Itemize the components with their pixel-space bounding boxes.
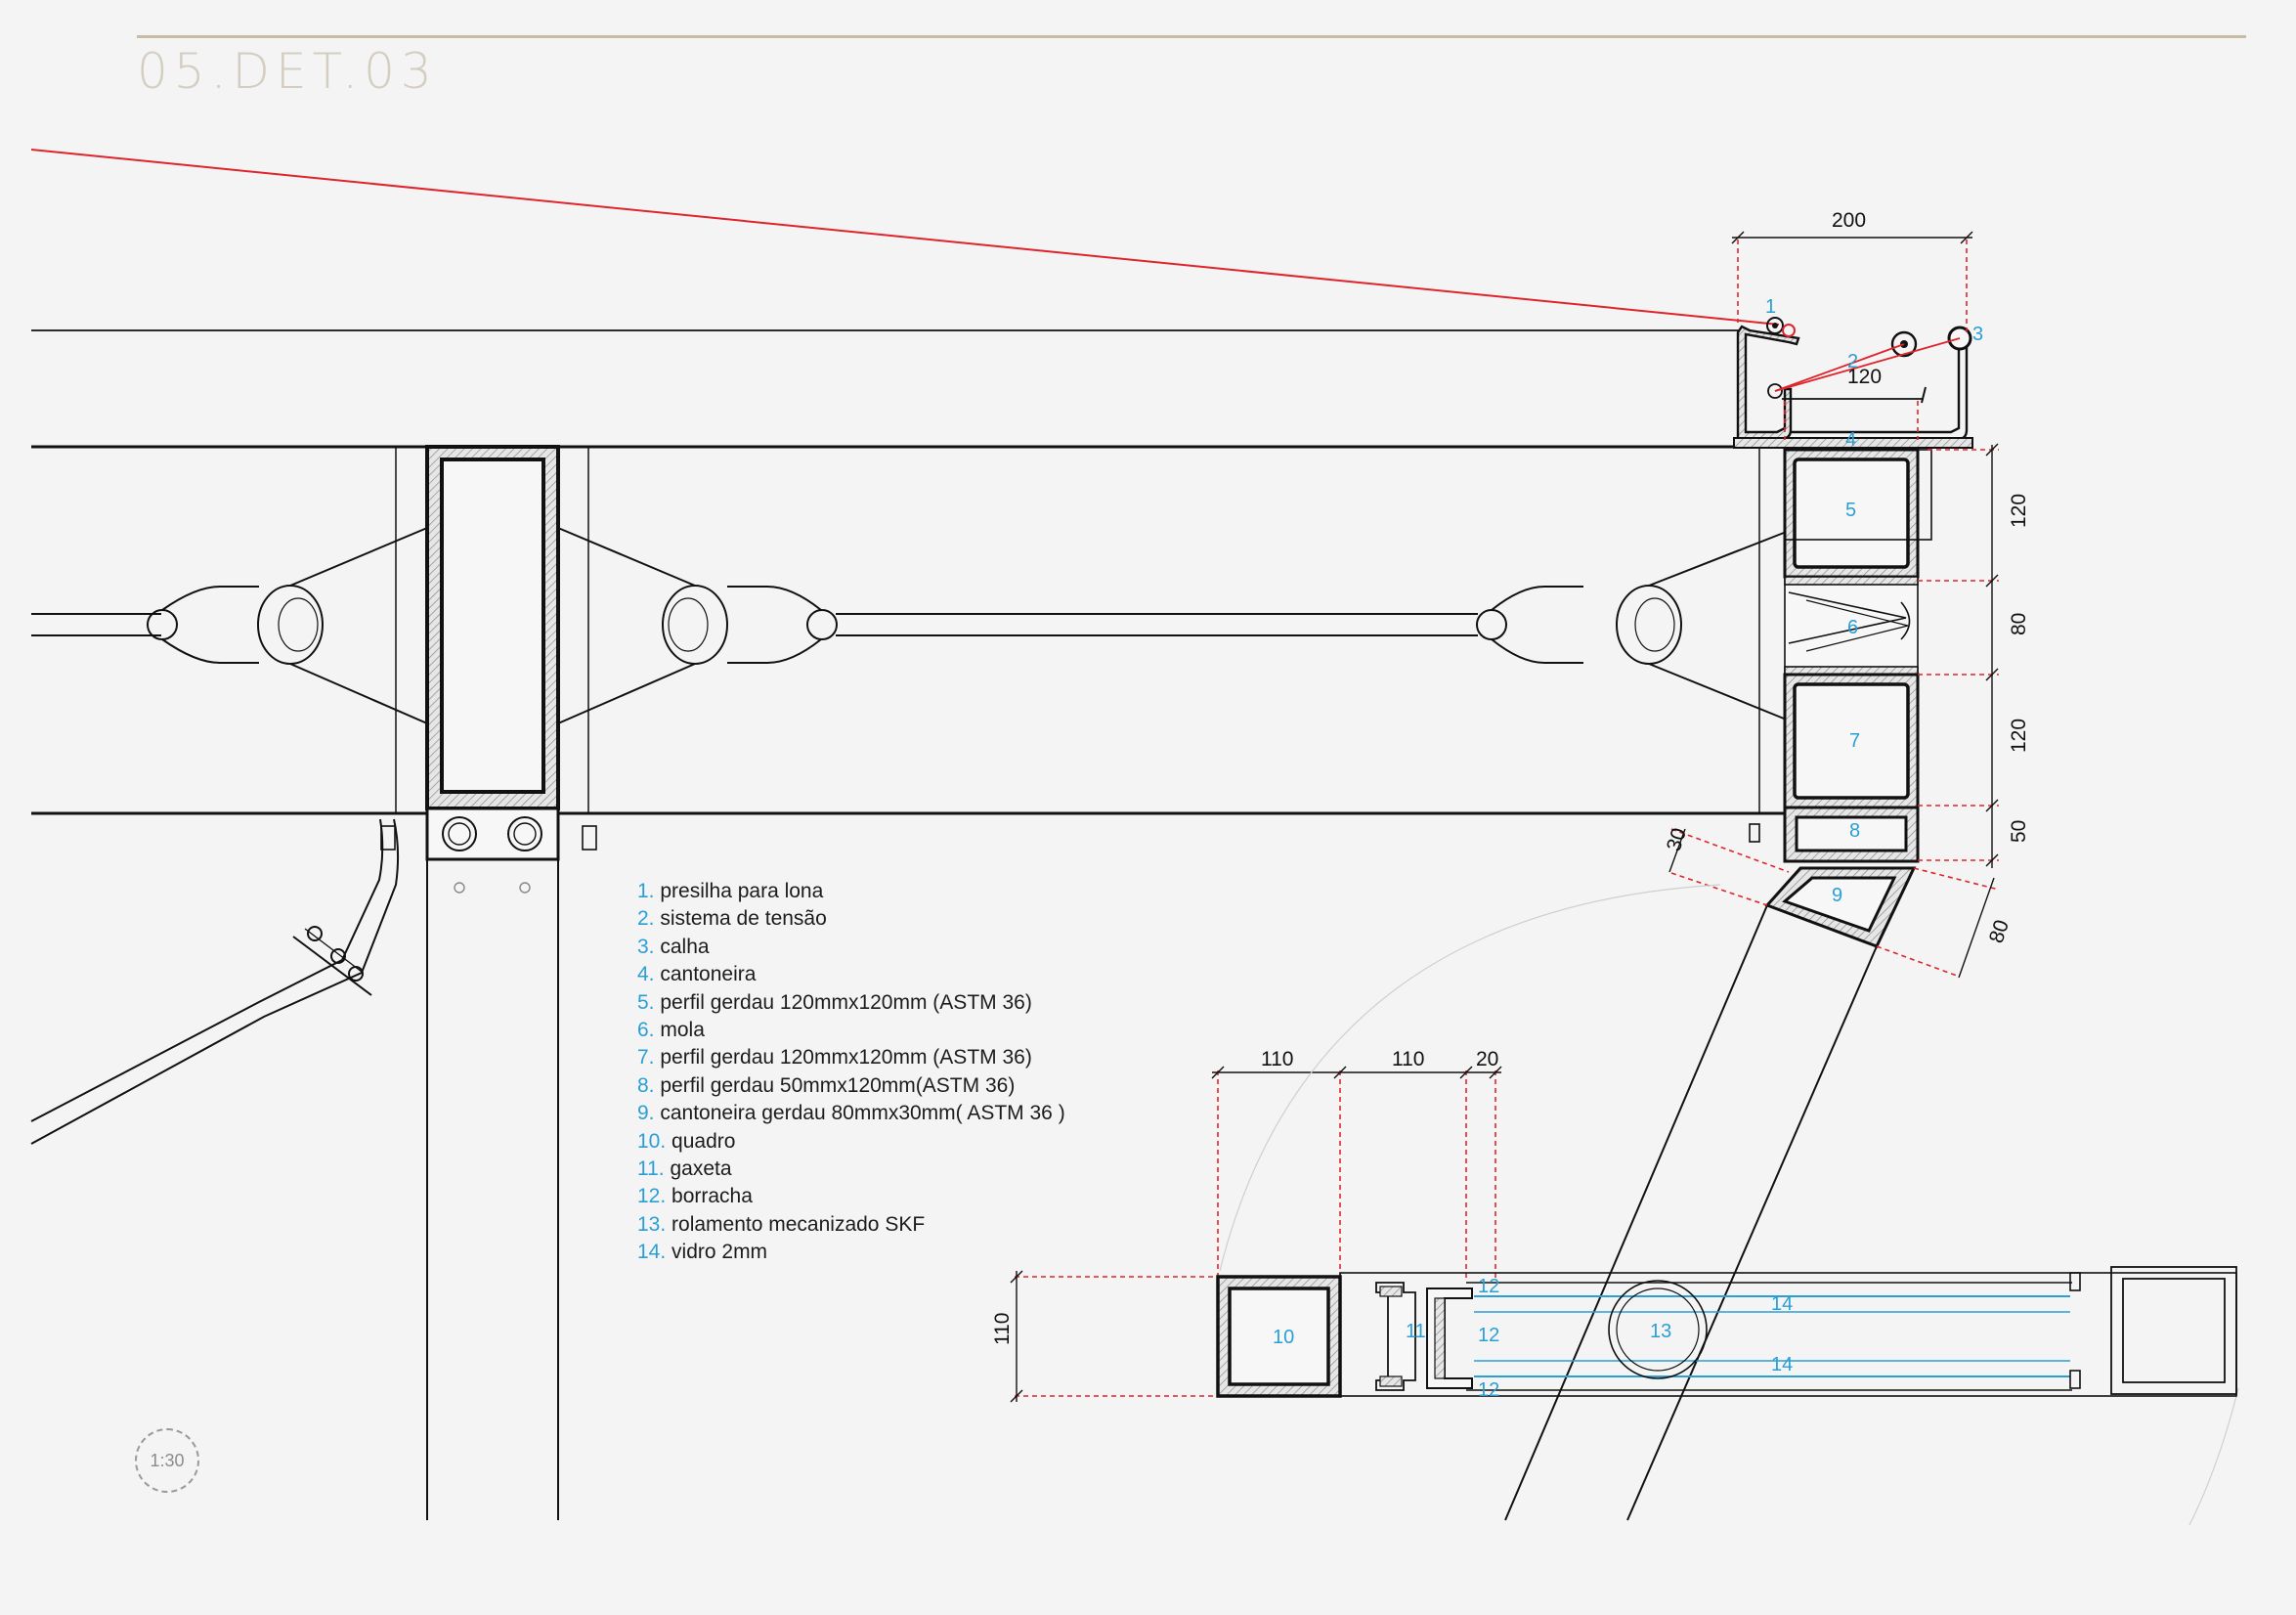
legend-item: 3. calha	[637, 934, 1065, 961]
tag-14-top: 14	[1771, 1293, 1793, 1315]
legend-item-number: 12.	[637, 1185, 667, 1208]
legend-item-number: 11.	[637, 1157, 665, 1181]
tag-10: 10	[1273, 1327, 1294, 1348]
tag-3: 3	[1972, 324, 1983, 345]
legend-item: 1. presilha para lona	[637, 878, 1065, 905]
legend-item-text: presilha para lona	[654, 880, 824, 902]
legend-item: 4. cantoneira	[637, 961, 1065, 988]
tag-12-top: 12	[1478, 1276, 1499, 1297]
dim-50-profile-8: 50	[2008, 820, 2030, 843]
legend-item-number: 2.	[637, 907, 655, 931]
legend-item: 8. perfil gerdau 50mmx120mm(ASTM 36)	[637, 1072, 1065, 1100]
dim-80-angle: 80	[1985, 917, 2014, 945]
tag-14-bottom: 14	[1771, 1354, 1793, 1375]
dim-120-profile-5: 120	[2008, 494, 2030, 528]
legend-item-number: 9.	[637, 1102, 655, 1125]
dim-30-angle: 30	[1663, 825, 1691, 853]
tag-8: 8	[1849, 820, 1860, 842]
tension-rod-system	[31, 527, 1785, 724]
tag-12: 12	[1478, 1325, 1499, 1346]
legend-item-text: perfil gerdau 120mmx120mm (ASTM 36)	[654, 1046, 1032, 1069]
legend-item-number: 14.	[637, 1241, 667, 1264]
tag-9: 9	[1832, 885, 1842, 906]
legend-item-text: perfil gerdau 50mmx120mm(ASTM 36)	[654, 1073, 1016, 1097]
legend-item-number: 13.	[637, 1212, 667, 1236]
tag-2: 2	[1847, 351, 1858, 372]
legend-item-text: gaxeta	[664, 1157, 732, 1181]
window-frame-assembly	[1216, 1266, 2237, 1398]
swing-arc-right	[2188, 1387, 2239, 1526]
tag-4: 4	[1845, 429, 1856, 451]
legend-item-text: perfil gerdau 120mmx120mm (ASTM 36)	[654, 990, 1032, 1014]
legend-item-text: vidro 2mm	[666, 1241, 768, 1264]
dim-110-gasket: 110	[1392, 1048, 1424, 1070]
tag-1: 1	[1765, 296, 1776, 318]
legend-item: 6. mola	[637, 1017, 1065, 1044]
dim-110-vertical: 110	[991, 1313, 1014, 1345]
legend-item: 14. vidro 2mm	[637, 1239, 1065, 1266]
legend-item: 5. perfil gerdau 120mmx120mm (ASTM 36)	[637, 989, 1065, 1017]
stacked-profiles	[1504, 448, 1932, 1521]
legend-item: 13. rolamento mecanizado SKF	[637, 1211, 1065, 1239]
tag-5: 5	[1845, 500, 1856, 521]
steel-column	[380, 445, 597, 1520]
legend-item-number: 8.	[637, 1073, 655, 1097]
legend-item-number: 5.	[637, 990, 655, 1014]
legend-item-text: rolamento mecanizado SKF	[666, 1212, 926, 1236]
header-rule	[137, 35, 2246, 38]
legend-item-number: 7.	[637, 1046, 655, 1069]
legend-item-text: cantoneira gerdau 80mmx30mm( ASTM 36 )	[654, 1102, 1065, 1125]
tag-13: 13	[1650, 1321, 1671, 1342]
dimension-lines	[1010, 231, 1999, 1403]
tag-6: 6	[1847, 617, 1858, 638]
main-truss	[31, 445, 1789, 815]
legend-item-text: quadro	[666, 1129, 736, 1153]
legend-item: 9. cantoneira gerdau 80mmx30mm( ASTM 36 …	[637, 1100, 1065, 1127]
dim-200: 200	[1832, 209, 1866, 232]
dim-80-spring: 80	[2008, 613, 2030, 635]
diagonal-brace	[30, 818, 400, 1145]
scale-label: 1:30	[150, 1450, 185, 1470]
scale-badge: 1:30	[135, 1428, 199, 1493]
legend-item-number: 4.	[637, 963, 655, 986]
legend-item: 10. quadro	[637, 1128, 1065, 1156]
legend-item-text: mola	[654, 1019, 705, 1042]
dim-110-frame: 110	[1261, 1048, 1293, 1070]
sheet-title: 05.DET.03	[137, 43, 438, 100]
tag-7: 7	[1849, 730, 1860, 752]
legend-item-number: 3.	[637, 935, 655, 958]
legend-item-number: 1.	[637, 880, 655, 902]
legend-item: 12. borracha	[637, 1183, 1065, 1210]
dim-20-glass: 20	[1476, 1048, 1498, 1070]
legend-item-text: sistema de tensão	[654, 907, 827, 931]
dim-120-horizontal: 120	[1847, 366, 1882, 388]
legend-item: 11. gaxeta	[637, 1156, 1065, 1183]
legend-item-text: cantoneira	[654, 963, 757, 986]
dimension-guides	[1015, 240, 2000, 1397]
legend-item: 2. sistema de tensão	[637, 905, 1065, 933]
legend-item-number: 6.	[637, 1019, 655, 1042]
dim-120-profile-7: 120	[2008, 719, 2030, 753]
gutter-assembly	[1733, 317, 1973, 449]
swing-arc	[1219, 884, 1721, 1272]
tag-12-bottom: 12	[1478, 1379, 1499, 1401]
legend-item: 7. perfil gerdau 120mmx120mm (ASTM 36)	[637, 1044, 1065, 1071]
tag-11: 11	[1406, 1321, 1426, 1342]
tension-cable-line	[30, 149, 1780, 326]
legend-item-number: 10.	[637, 1129, 667, 1153]
legend-item-text: calha	[654, 935, 710, 958]
legend-item-text: borracha	[666, 1185, 753, 1208]
